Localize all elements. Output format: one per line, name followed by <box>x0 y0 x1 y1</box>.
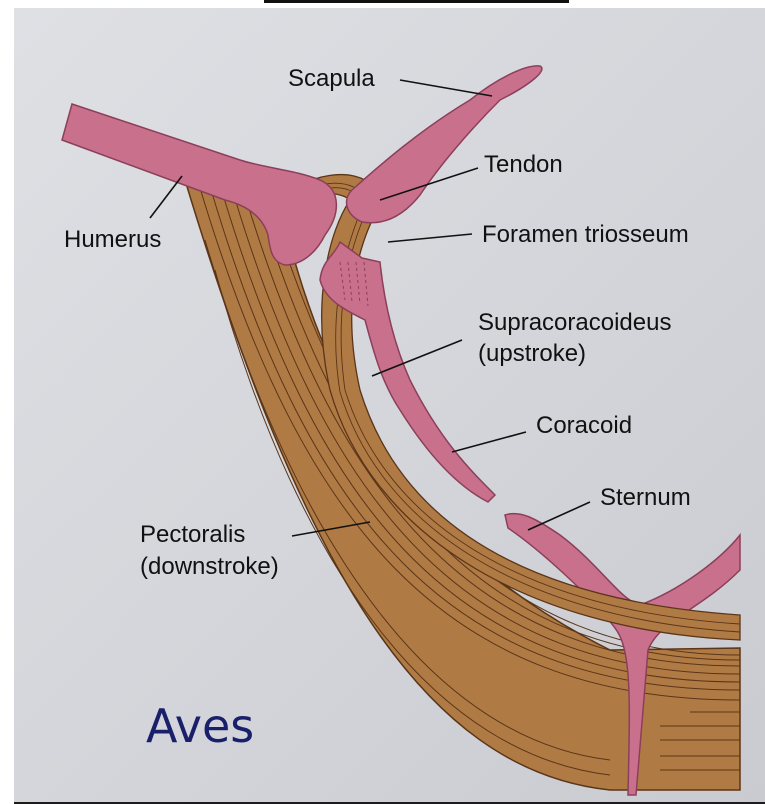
sternum-label: Sternum <box>600 484 691 511</box>
pectoralis-label: Pectoralis <box>140 521 245 548</box>
scapula-leader <box>400 80 492 96</box>
scapula-label: Scapula <box>288 65 375 92</box>
humerus-label: Humerus <box>64 226 161 253</box>
coracoid-label: Coracoid <box>536 412 632 439</box>
humerus-leader <box>150 176 182 218</box>
scapula-bone <box>347 66 542 223</box>
tendon-label: Tendon <box>484 151 563 178</box>
aves-caption: Aves <box>146 699 254 753</box>
sternum-leader <box>528 502 590 530</box>
foramen-triosseum-label: Foramen triosseum <box>482 221 689 248</box>
coracoid-leader <box>452 432 526 452</box>
pectoralis-sublabel: (downstroke) <box>140 553 279 580</box>
foramen-leader <box>388 234 472 242</box>
supracoracoideus-label: Supracoracoideus <box>478 309 671 336</box>
supracoracoideus-sublabel: (upstroke) <box>478 340 586 367</box>
